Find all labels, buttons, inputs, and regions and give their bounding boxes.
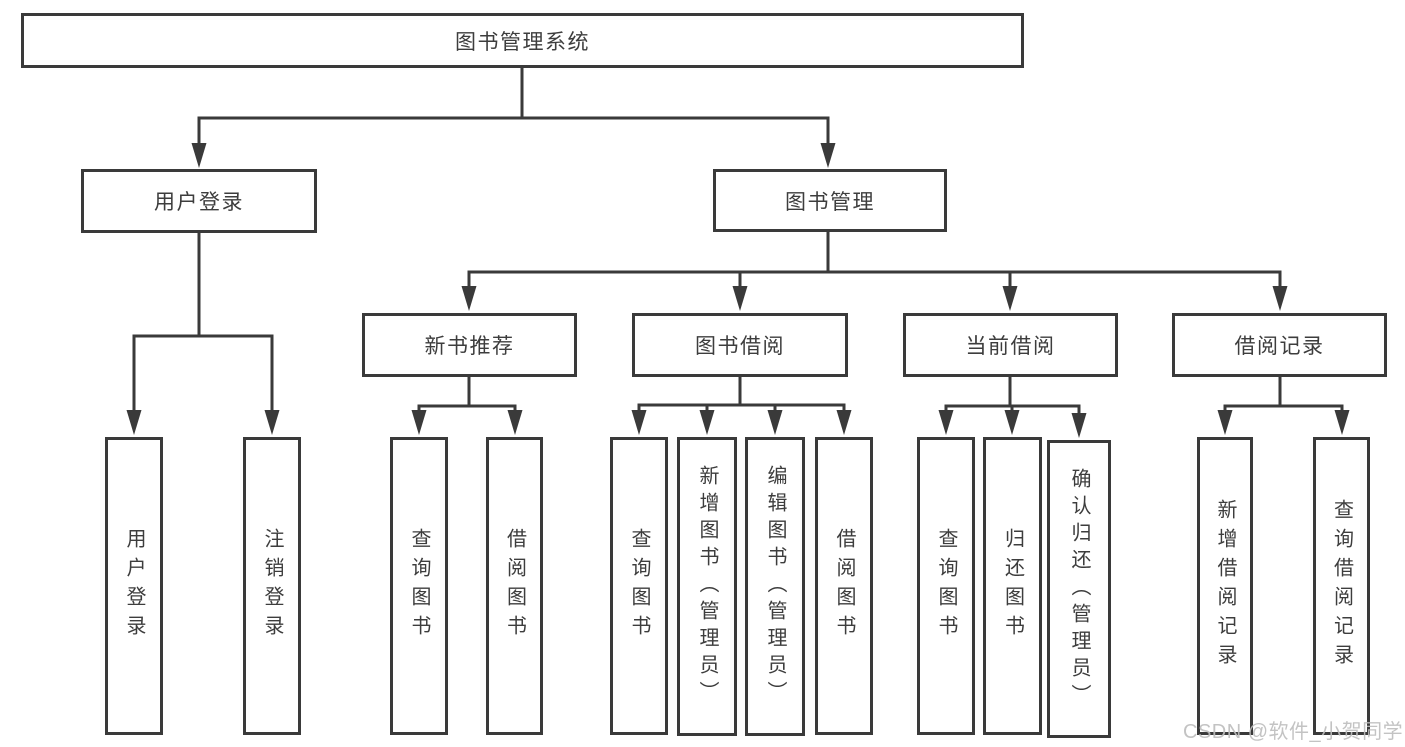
arrowhead	[1272, 286, 1288, 311]
arrowheads	[126, 143, 1350, 438]
leaf-nbr-borrow-books: 借阅图书	[486, 437, 543, 735]
connector-newbookrec-to-leaves	[417, 377, 517, 411]
arrowhead	[1334, 410, 1350, 435]
node-label: 新增图书（管理员）	[696, 465, 718, 708]
arrowhead	[1217, 410, 1233, 435]
arrowhead	[767, 410, 783, 435]
node-label: 新增借阅记录	[1214, 499, 1236, 673]
node-label: 用户登录	[154, 191, 244, 214]
node-label: 借阅图书	[503, 528, 526, 644]
node-user-login: 用户登录	[81, 169, 317, 233]
node-label: 借阅图书	[833, 528, 855, 644]
connector-borrowrecords-to-leaves	[1223, 377, 1344, 411]
node-label: 归还图书	[1001, 528, 1024, 644]
connector-userlogin-to-leaves	[132, 232, 274, 412]
leaf-bb-add-books-admin: 新增图书（管理员）	[677, 437, 737, 736]
leaf-cb-query-books: 查询图书	[917, 437, 975, 735]
leaf-br-add-record: 新增借阅记录	[1197, 437, 1253, 735]
arrowhead	[191, 143, 207, 168]
node-label: 查询图书	[628, 528, 650, 644]
leaf-logout: 注销登录	[243, 437, 301, 735]
arrowhead	[411, 410, 427, 435]
leaf-bb-borrow-books: 借阅图书	[815, 437, 873, 735]
leaf-cb-confirm-return-admin: 确认归还（管理员）	[1047, 440, 1111, 738]
node-label: 查询借阅记录	[1330, 499, 1353, 673]
csdn-watermark: CSDN @软件_小贺同学	[1183, 721, 1404, 743]
node-borrowing-records: 借阅记录	[1172, 313, 1387, 377]
node-label: 用户登录	[123, 528, 145, 644]
leaf-nbr-query-books: 查询图书	[390, 437, 448, 735]
connector-bookborrow-to-leaves	[637, 377, 846, 411]
leaf-br-query-record: 查询借阅记录	[1313, 437, 1370, 735]
arrowhead	[1004, 410, 1020, 435]
node-label: 图书借阅	[695, 335, 785, 358]
arrowhead	[126, 410, 142, 435]
node-label: 图书管理系统	[455, 30, 590, 54]
arrowhead	[1071, 413, 1087, 438]
node-label: 编辑图书（管理员）	[764, 465, 786, 708]
node-label: 确认归还（管理员）	[1068, 467, 1090, 711]
arrowhead	[264, 410, 280, 435]
arrowhead	[507, 410, 523, 435]
arrowhead	[461, 286, 477, 311]
leaf-bb-edit-books-admin: 编辑图书（管理员）	[745, 437, 805, 736]
arrowhead	[820, 143, 836, 168]
leaf-user-login: 用户登录	[105, 437, 163, 735]
node-label: 图书管理	[785, 190, 875, 214]
arrowhead	[836, 410, 852, 435]
node-label: 新书推荐	[424, 335, 515, 358]
node-label: 借阅记录	[1234, 335, 1325, 358]
connector-root-to-level2	[197, 68, 830, 144]
arrowhead	[631, 410, 647, 435]
node-new-book-recommend: 新书推荐	[362, 313, 577, 377]
node-book-management: 图书管理	[713, 169, 947, 232]
node-label: 查询图书	[935, 528, 957, 644]
node-book-borrowing: 图书借阅	[632, 313, 848, 377]
arrowhead	[699, 410, 715, 435]
node-label: 查询图书	[408, 528, 430, 644]
connector-bookmgmt-to-level3	[467, 232, 1282, 287]
arrowhead	[938, 410, 954, 435]
leaf-cb-return-books: 归还图书	[983, 437, 1042, 735]
arrowhead	[1002, 286, 1018, 311]
node-label: 注销登录	[261, 528, 283, 644]
leaf-bb-query-books: 查询图书	[610, 437, 668, 735]
connector-currentborrow-to-leaves	[944, 377, 1081, 414]
node-root: 图书管理系统	[21, 13, 1024, 68]
node-label: 当前借阅	[965, 335, 1056, 358]
arrowhead	[732, 286, 748, 311]
node-current-borrowing: 当前借阅	[903, 313, 1118, 377]
